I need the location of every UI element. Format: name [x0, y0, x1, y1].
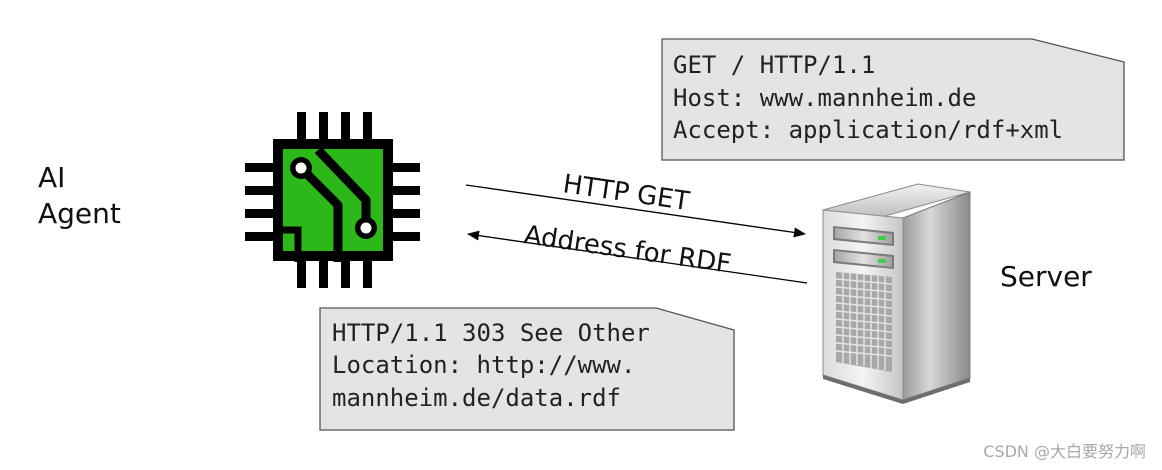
response-arrow-label: Address for RDF — [522, 220, 733, 279]
request-arrow-label: HTTP GET — [561, 169, 691, 217]
response-note-line2: Location: http://www. — [332, 351, 635, 379]
request-note-line2: Host: www.mannheim.de — [673, 84, 976, 112]
agent-label-line1: AI — [38, 161, 65, 194]
request-note: GET / HTTP/1.1 Host: www.mannheim.de Acc… — [661, 38, 1125, 161]
response-arrow — [467, 230, 808, 284]
server-icon — [822, 183, 971, 404]
request-arrow — [465, 184, 806, 238]
watermark: CSDN @大白要努力啊 — [983, 442, 1146, 461]
response-note-line3: mannheim.de/data.rdf — [332, 384, 621, 412]
server-label: Server — [1000, 260, 1092, 293]
chip-icon — [245, 112, 420, 288]
request-note-line3: Accept: application/rdf+xml — [673, 116, 1063, 144]
request-note-line1: GET / HTTP/1.1 — [673, 51, 875, 79]
response-note-line1: HTTP/1.1 303 See Other — [332, 319, 650, 347]
response-note: HTTP/1.1 303 See Other Location: http://… — [319, 307, 735, 431]
agent-label-line2: Agent — [38, 197, 121, 230]
